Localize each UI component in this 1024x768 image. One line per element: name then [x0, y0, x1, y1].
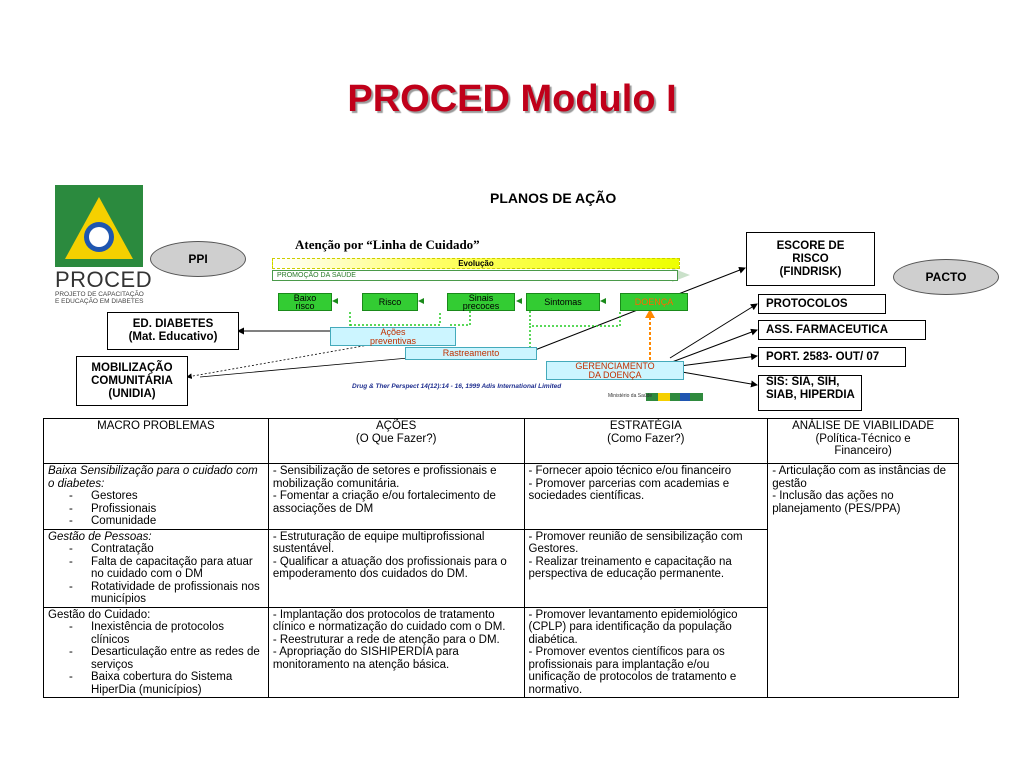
cell-problem: Gestão do Cuidado: Inexistência de proto…: [43, 606, 269, 698]
cell-estrategia: - Promover levantamento epidemiológico (…: [523, 606, 769, 698]
sis-box: SIS: SIA, SIH,SIAB, HIPERDIA: [758, 375, 862, 411]
header-macro-problemas: MACRO PROBLEMAS: [43, 418, 269, 464]
header-viabilidade: ANÁLISE DE VIABILIDADE(Política-Técnico …: [767, 418, 959, 464]
cell-acoes: - Implantação dos protocolos de tratamen…: [267, 606, 525, 698]
stage-sintomas: Sintomas: [526, 293, 600, 311]
reference-citation: Drug & Ther Perspect 14(12):14 - 16, 199…: [352, 383, 562, 390]
cell-acoes: - Estruturação de equipe multiprofission…: [267, 528, 525, 608]
diagram-heading: PLANOS DE AÇÃO: [490, 190, 617, 206]
table-row: Gestão de Pessoas: Contratação Falta de …: [43, 528, 959, 608]
stage-risco: Risco: [362, 293, 418, 311]
stage-doenca: DOENÇA: [620, 293, 688, 311]
cell-problem: Baixa Sensibilização para o cuidado com …: [43, 463, 269, 530]
action-plan-table: MACRO PROBLEMAS AÇÕES(O Que Fazer?) ESTR…: [43, 418, 959, 698]
header-acoes: AÇÕES(O Que Fazer?): [267, 418, 525, 464]
ministerio-label: Ministério da Saúde: [608, 393, 653, 399]
protocolos-box: PROTOCOLOS: [758, 294, 886, 314]
header-estrategia: ESTRATÉGIA(Como Fazer?): [523, 418, 769, 464]
cell-viabilidade: - Articulação com as instâncias de gestã…: [767, 463, 959, 698]
table-header-row: MACRO PROBLEMAS AÇÕES(O Que Fazer?) ESTR…: [43, 418, 959, 464]
cell-problem: Gestão de Pessoas: Contratação Falta de …: [43, 528, 269, 608]
cell-estrategia: - Fornecer apoio técnico e/ou financeiro…: [523, 463, 769, 530]
evolucao-band: Evolução: [272, 258, 680, 269]
table-row: Gestão do Cuidado: Inexistência de proto…: [43, 606, 959, 698]
table-row: Baixa Sensibilização para o cuidado com …: [43, 463, 959, 698]
cell-acoes: - Sensibilização de setores e profission…: [267, 463, 525, 530]
portaria-box: PORT. 2583- OUT/ 07: [758, 347, 906, 367]
logo-name: PROCED: [55, 267, 153, 292]
promocao-saude-band: PROMOÇÃO DA SAÚDE: [272, 270, 678, 281]
ass-farmaceutica-box: ASS. FARMACEUTICA: [758, 320, 926, 340]
ppi-oval: PPI: [150, 241, 246, 277]
logo-subtitle: PROJETO DE CAPACITAÇÃO E EDUCAÇÃO EM DIA…: [55, 291, 144, 305]
logo-triangle-icon: [65, 197, 133, 259]
linha-cuidado-label: Atenção por “Linha de Cuidado”: [295, 237, 480, 252]
page-title: PROCED Modulo I: [347, 78, 677, 120]
pacto-oval: PACTO: [893, 259, 999, 295]
ed-diabetes-box: ED. DIABETES(Mat. Educativo): [107, 312, 239, 350]
proced-logo: PROCED PROJETO DE CAPACITAÇÃO E EDUCAÇÃO…: [55, 185, 152, 310]
cell-estrategia: - Promover reunião de sensibilização com…: [523, 528, 769, 608]
rastreamento-box: Rastreamento: [405, 347, 537, 360]
